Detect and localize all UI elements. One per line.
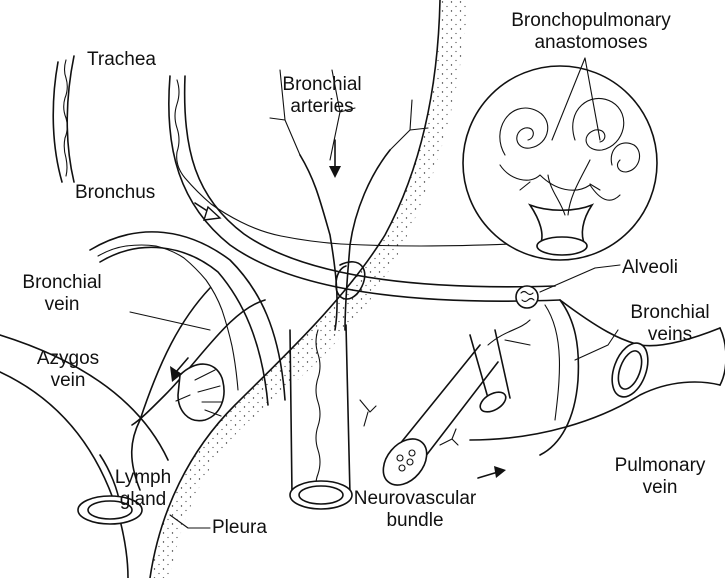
label-line: Lymph xyxy=(108,467,178,489)
bronchiole-branch xyxy=(488,320,530,345)
label-line: Bronchial xyxy=(272,74,372,96)
trachea-wall-right xyxy=(67,56,74,182)
label-line: arteries xyxy=(272,96,372,118)
bronchiole-cut xyxy=(477,388,509,416)
label-bronchial-arteries: Bronchial arteries xyxy=(272,74,372,118)
leader-alveoli xyxy=(540,265,620,292)
stalk-opening xyxy=(537,237,587,255)
label-pleura: Pleura xyxy=(212,517,267,539)
label-bronchopulmonary-anastomoses: Bronchopulmonary anastomoses xyxy=(470,10,712,54)
neurovascular-cut xyxy=(374,431,435,494)
pulmonary-vein-lower xyxy=(470,382,720,440)
label-line: Pulmonary xyxy=(600,455,720,477)
alveolus-small xyxy=(516,286,538,308)
label-alveoli: Alveoli xyxy=(622,257,678,279)
label-neurovascular-bundle: Neurovascular bundle xyxy=(345,488,485,532)
label-line: vein xyxy=(28,370,108,392)
label-line: veins xyxy=(620,324,720,346)
label-trachea: Trachea xyxy=(87,49,156,71)
lymph-gland xyxy=(178,364,224,421)
label-line: Neurovascular xyxy=(345,488,485,510)
bronchial-veins-line-2 xyxy=(545,305,559,420)
label-pulmonary-vein: Pulmonary vein xyxy=(600,455,720,499)
pulmonary-vein-tube-end xyxy=(720,328,725,385)
arrow-pulmonary xyxy=(478,472,498,478)
label-line: vein xyxy=(12,294,112,316)
label-bronchial-vein: Bronchial vein xyxy=(12,272,112,316)
bronchial-artery-trunk-left xyxy=(300,155,337,330)
label-lymph-gland: Lymph gland xyxy=(108,467,178,511)
label-line: Azygos xyxy=(28,348,108,370)
nerve-branches xyxy=(360,400,458,445)
label-bronchus: Bronchus xyxy=(75,182,155,204)
arrow-pulmonary-head xyxy=(494,466,506,478)
bronchus-branch-vessel xyxy=(98,245,238,390)
label-line: gland xyxy=(108,489,178,511)
label-line: Bronchial xyxy=(620,302,720,324)
trachea-wall-left xyxy=(53,62,62,182)
label-bronchial-veins: Bronchial veins xyxy=(620,302,720,346)
label-line: bundle xyxy=(345,510,485,532)
leader-bronchial-vein xyxy=(130,312,210,330)
label-line: vein xyxy=(600,477,720,499)
label-line: anastomoses xyxy=(470,32,712,54)
label-azygos-vein: Azygos vein xyxy=(28,348,108,392)
label-line: Bronchial xyxy=(12,272,112,294)
arrow-artery-head xyxy=(329,166,341,178)
label-line: Bronchopulmonary xyxy=(470,10,712,32)
